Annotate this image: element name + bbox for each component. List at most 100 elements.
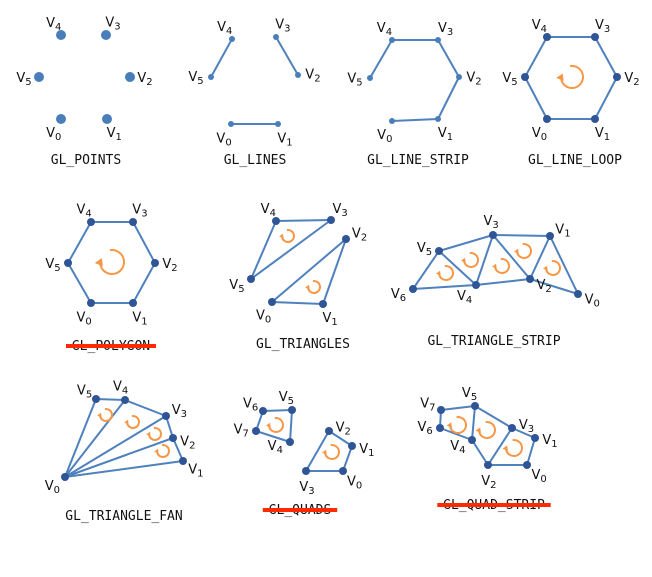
vertex-label: V0 <box>377 128 392 145</box>
vertex-label: V3 <box>483 214 498 231</box>
edge <box>412 284 477 290</box>
edge <box>475 234 494 286</box>
vertex-label: V4 <box>377 21 392 38</box>
vertex-v1 <box>275 121 281 127</box>
edge <box>511 427 536 439</box>
vertex-v6 <box>259 407 267 415</box>
edge <box>594 76 618 120</box>
vertex-v2 <box>456 74 462 80</box>
edge <box>492 234 551 237</box>
vertex-label: V0 <box>46 126 61 143</box>
vertex-label: V3 <box>105 16 120 33</box>
vertex-v2 <box>325 427 333 435</box>
vertex-v1 <box>531 434 539 442</box>
vertex-v1 <box>546 232 554 240</box>
edge <box>328 430 353 447</box>
vertex-label: V0 <box>347 474 362 491</box>
caption: GL_LINE_STRIP <box>367 153 469 168</box>
vertex-v2 <box>151 259 159 267</box>
edge <box>475 278 531 286</box>
vertex-label: V3 <box>172 403 187 420</box>
vertex-label: V0 <box>76 310 91 327</box>
vertex-label: V2 <box>305 68 320 85</box>
vertex-v6 <box>436 424 444 432</box>
caption: GL_LINE_LOOP <box>528 153 622 168</box>
vertex-label: V3 <box>519 418 534 435</box>
vertex-v2 <box>526 275 534 283</box>
vertex-v3 <box>101 30 111 40</box>
edge <box>67 262 92 304</box>
vertex-v2 <box>484 461 492 469</box>
vertex-label: V5 <box>417 241 432 258</box>
vertex-v0 <box>523 461 531 469</box>
vertex-label: V4 <box>113 380 128 397</box>
vertex-label: V1 <box>188 463 203 480</box>
vertex-v4 <box>286 438 294 446</box>
vertex-v2 <box>295 72 301 78</box>
winding-arrow-icon <box>146 427 162 441</box>
vertex-label: V6 <box>243 396 258 413</box>
vertex-v5 <box>288 406 296 414</box>
vertex-v2 <box>342 235 350 243</box>
vertex-label: V4 <box>532 18 547 35</box>
edge <box>289 409 293 443</box>
winding-arrow-icon <box>124 415 140 429</box>
vertex-v0 <box>228 121 234 127</box>
vertex-label: V3 <box>332 202 347 219</box>
winding-arrow-icon <box>435 265 454 281</box>
edge <box>275 36 299 76</box>
vertex-v3 <box>162 412 170 420</box>
vertex-v5 <box>471 402 479 410</box>
vertex-v7 <box>437 406 445 414</box>
vertex-label: V2 <box>466 70 481 87</box>
vertex-v4 <box>543 33 551 41</box>
edge <box>64 399 126 478</box>
vertex-label: V5 <box>462 386 477 403</box>
winding-arrow-icon <box>542 260 561 276</box>
vertex-label: V0 <box>531 468 546 485</box>
winding-arrow-icon <box>513 243 532 259</box>
edge <box>438 234 494 252</box>
vertex-v2 <box>169 434 177 442</box>
vertex-v3 <box>508 424 516 432</box>
vertex-label: V6 <box>418 420 433 437</box>
vertex-v0 <box>389 118 395 124</box>
vertex-label: V1 <box>595 126 610 143</box>
vertex-label: V5 <box>347 72 362 89</box>
vertex-v1 <box>591 115 599 123</box>
vertex-v3 <box>273 34 279 40</box>
edge <box>210 38 233 78</box>
edge <box>440 405 476 411</box>
edge <box>64 437 174 478</box>
vertex-v2 <box>613 73 621 81</box>
edge <box>471 439 489 466</box>
edge <box>67 221 92 264</box>
vertex-label: V4 <box>268 439 283 456</box>
vertex-v0 <box>61 473 69 481</box>
edge <box>95 398 126 401</box>
vertex-label: V0 <box>585 293 600 310</box>
vertex-label: V3 <box>275 18 290 35</box>
edge <box>255 430 291 443</box>
caption: GL_TRIANGLE_FAN <box>65 509 182 524</box>
vertex-label: V5 <box>502 71 517 88</box>
edge <box>369 39 393 79</box>
edge <box>250 220 277 280</box>
vertex-label: V0 <box>45 479 60 496</box>
vertex-v3 <box>489 231 497 239</box>
vertex-v7 <box>252 427 260 435</box>
vertex-label: V7 <box>234 422 249 439</box>
winding-arrow-icon <box>460 252 479 268</box>
edge <box>492 234 531 280</box>
vertex-label: V0 <box>532 126 547 143</box>
vertex-label: V1 <box>359 442 374 459</box>
vertex-label: V4 <box>46 16 61 33</box>
edge <box>487 427 513 466</box>
vertex-v5 <box>367 75 373 81</box>
